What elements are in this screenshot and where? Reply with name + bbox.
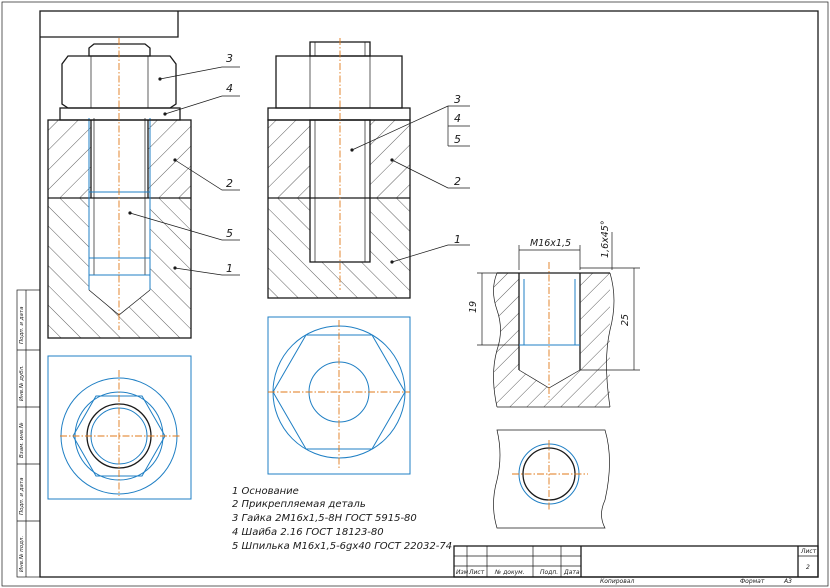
parts-list-item: 2 Прикрепляемая деталь (232, 499, 366, 510)
side-stamp-cell: Взам. инв.№ (19, 422, 25, 458)
callout-label: 5 (226, 227, 233, 240)
copied-label: Копировал (600, 578, 634, 585)
title-block: Изм Лист № докум. Подп. Дата Лист 2 Копи… (453, 545, 819, 585)
parts-list-item: 1 Основание (232, 486, 299, 497)
sheet-label: Лист (800, 548, 817, 555)
view-top-simplified (267, 316, 411, 475)
callout-label: 3 (226, 52, 233, 65)
format-label: Формат (740, 578, 765, 585)
callout-label: 5 (454, 133, 461, 146)
detail-threaded-hole: M16x1,5 1,6x45° 19 25 (468, 220, 640, 408)
view1-callouts: 3 4 2 5 1 (128, 52, 240, 276)
side-stamp-cell: Инв.№ дубл. (19, 365, 25, 401)
callout-label: 1 (454, 233, 461, 246)
view-simplified-section (267, 38, 411, 299)
callout-label: 2 (226, 177, 233, 190)
view2-callouts: 3 4 5 2 1 (350, 93, 470, 264)
dim-thread: M16x1,5 (530, 238, 571, 249)
title-col-label: № докум. (494, 569, 525, 576)
format-value: А3 (783, 578, 792, 585)
title-col-label: Лист (468, 569, 485, 576)
title-col-label: Изм (456, 569, 469, 576)
parts-list-item: 4 Шайба 2.16 ГОСТ 18123-80 (232, 526, 384, 538)
side-stamp: Подп. и дата Инв.№ дубл. Взам. инв.№ Под… (16, 289, 41, 578)
callout-label: 4 (454, 112, 461, 125)
side-stamp-cell: Подп. и дата (19, 477, 25, 515)
sheet-number: 2 (806, 564, 810, 571)
title-col-label: Дата (563, 569, 580, 576)
view-stud-section (47, 38, 192, 339)
title-col-label: Подп. (540, 569, 558, 576)
callout-label: 1 (226, 262, 233, 275)
dim-chamfer: 1,6x45° (600, 220, 611, 258)
callout-label: 4 (226, 82, 233, 95)
dim-depth-thread: 19 (468, 301, 479, 313)
side-stamp-cell: Инв.№ подл. (19, 536, 25, 572)
callout-label: 2 (454, 175, 461, 188)
side-stamp-cell: Подп. и дата (19, 306, 25, 344)
callout-label: 3 (454, 93, 461, 106)
parts-list: 1 Основание 2 Прикрепляемая деталь 3 Гай… (232, 486, 452, 552)
parts-list-item: 3 Гайка 2М16х1,5-8Н ГОСТ 5915-80 (232, 513, 417, 524)
detail-hole-top-view (493, 429, 610, 529)
dim-depth-hole: 25 (620, 314, 631, 326)
parts-list-item: 5 Шпилька М16х1,5-6gх40 ГОСТ 22032-74 (232, 541, 452, 552)
view-top-nut (47, 355, 192, 500)
